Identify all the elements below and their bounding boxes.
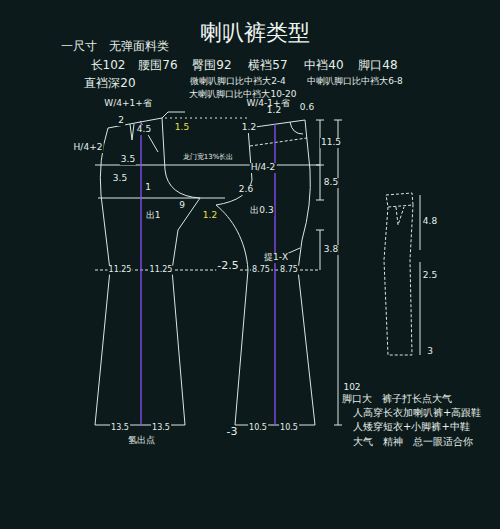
tick bbox=[316, 200, 324, 201]
dimension-label: 13.5 bbox=[151, 424, 171, 433]
dimension-label: 一尺寸 无弹面料类 bbox=[60, 40, 170, 53]
dimension-label: 脚口48 bbox=[357, 59, 398, 72]
dimension-label: 102 bbox=[342, 383, 361, 393]
dimension-label: 1 bbox=[144, 183, 152, 193]
tick bbox=[334, 120, 342, 121]
dimension-line bbox=[420, 195, 421, 250]
back-yoke bbox=[250, 138, 307, 146]
dimension-label: 微喇叭脚口比中裆大2-4 bbox=[189, 77, 287, 87]
crotch-line bbox=[98, 198, 225, 199]
dimension-label: 11.5 bbox=[320, 138, 342, 148]
front-dart bbox=[130, 124, 134, 140]
dimension-label: 出1 bbox=[145, 211, 162, 221]
dimension-label: 8.75 bbox=[251, 266, 271, 275]
tick bbox=[316, 165, 324, 166]
tick bbox=[334, 425, 342, 426]
dimension-label: H/4+2 bbox=[73, 143, 104, 153]
dimension-label: 龙门宽13%长出 bbox=[182, 154, 235, 162]
dimension-label: 2.5 bbox=[422, 271, 438, 281]
front-fly bbox=[162, 112, 185, 118]
dimension-label: 9 bbox=[178, 201, 186, 211]
tick bbox=[316, 120, 324, 121]
dimension-label: -3 bbox=[226, 426, 239, 438]
dimension-line bbox=[320, 230, 321, 270]
dimension-label: 8.5 bbox=[323, 178, 339, 188]
back-piece bbox=[216, 120, 315, 425]
front-grainline bbox=[140, 122, 141, 425]
dimension-label: 10.5 bbox=[279, 424, 299, 433]
dimension-label: 1.2 bbox=[241, 123, 257, 133]
dimension-label: 1.2 bbox=[202, 211, 218, 221]
back-pocket bbox=[290, 122, 303, 134]
dimension-label: 直裆深20 bbox=[83, 77, 136, 90]
dimension-label: 3.5 bbox=[120, 155, 136, 165]
dimension-label: 11.25 bbox=[149, 266, 174, 275]
dimension-line bbox=[320, 120, 321, 200]
dimension-label: 4.8 bbox=[422, 217, 438, 227]
tick bbox=[316, 230, 324, 231]
detail-sketch bbox=[384, 193, 413, 355]
dimension-label: 0.6 bbox=[299, 103, 315, 113]
title: 喇叭裤类型 bbox=[198, 18, 312, 48]
dimension-label: 3.5 bbox=[112, 174, 128, 184]
dimension-label: 4.5 bbox=[136, 125, 152, 135]
dimension-label: 2.6 bbox=[238, 185, 254, 195]
dimension-line bbox=[420, 262, 421, 355]
dimension-label: 13.5 bbox=[110, 424, 130, 433]
front-piece bbox=[95, 118, 200, 425]
note-text: 人矮穿短衣+小脚裤+中鞋 bbox=[352, 421, 471, 432]
waist-guide bbox=[165, 118, 250, 119]
dimension-label: -2.5 bbox=[216, 260, 239, 272]
dimension-label: 10.5 bbox=[248, 424, 268, 433]
dimension-label: W/4+1+省 bbox=[103, 99, 152, 109]
dimension-label: 3.8 bbox=[323, 245, 339, 255]
note-text: 脚口大 裤子打长点大气 bbox=[341, 393, 453, 404]
dimension-label: 横裆57 bbox=[247, 59, 288, 72]
length-line bbox=[338, 120, 339, 425]
dimension-label: 中裆40 bbox=[303, 59, 344, 72]
dimension-label: H/4-2 bbox=[250, 163, 277, 173]
note-text: 人高穿长衣加喇叭裤+高跟鞋 bbox=[352, 407, 482, 418]
note-text: 大气 精神 总一眼适合你 bbox=[352, 436, 474, 447]
dimension-label: 出0.3 bbox=[249, 206, 274, 216]
dimension-label: 1.5 bbox=[174, 123, 190, 133]
dimension-label: 8.75 bbox=[279, 266, 299, 275]
dimension-label: 1.2 bbox=[266, 106, 282, 116]
dimension-label: 2 bbox=[117, 116, 125, 126]
dimension-label: 提1-X bbox=[263, 253, 289, 263]
dimension-label: 11.25 bbox=[108, 266, 133, 275]
dimension-label: 氢出点 bbox=[127, 436, 156, 446]
dimension-label: 腰围76 bbox=[137, 59, 178, 72]
dimension-label: 臀围92 bbox=[191, 59, 232, 72]
dimension-label: 长102 bbox=[90, 59, 127, 72]
pattern-lines bbox=[95, 112, 420, 425]
dimension-label: 中喇叭脚口比中裆大6-8 bbox=[306, 77, 404, 87]
dimension-label: 3 bbox=[426, 347, 434, 357]
